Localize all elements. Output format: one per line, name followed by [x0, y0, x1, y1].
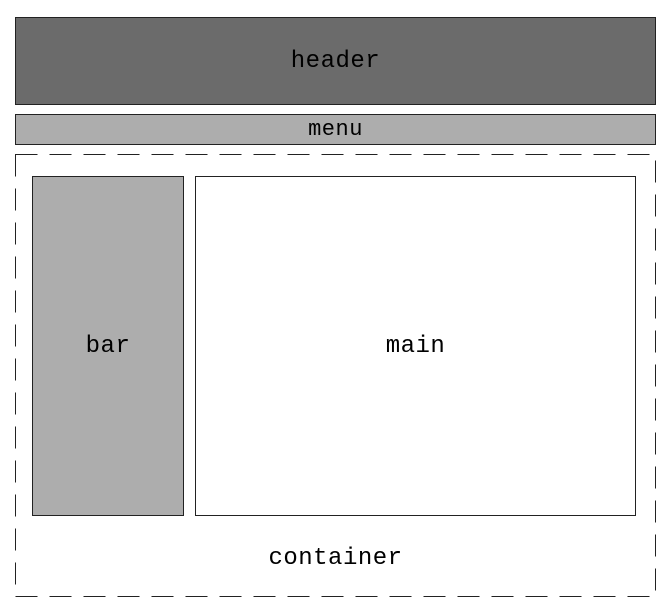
menu-label: menu [308, 117, 363, 142]
main-label: main [385, 332, 446, 360]
main-block: main [195, 176, 636, 516]
bar-label: bar [85, 332, 131, 360]
header-block: header [15, 17, 656, 105]
header-label: header [290, 47, 381, 75]
bar-block: bar [32, 176, 184, 516]
container-label: container [268, 544, 403, 572]
menu-block: menu [15, 114, 656, 145]
